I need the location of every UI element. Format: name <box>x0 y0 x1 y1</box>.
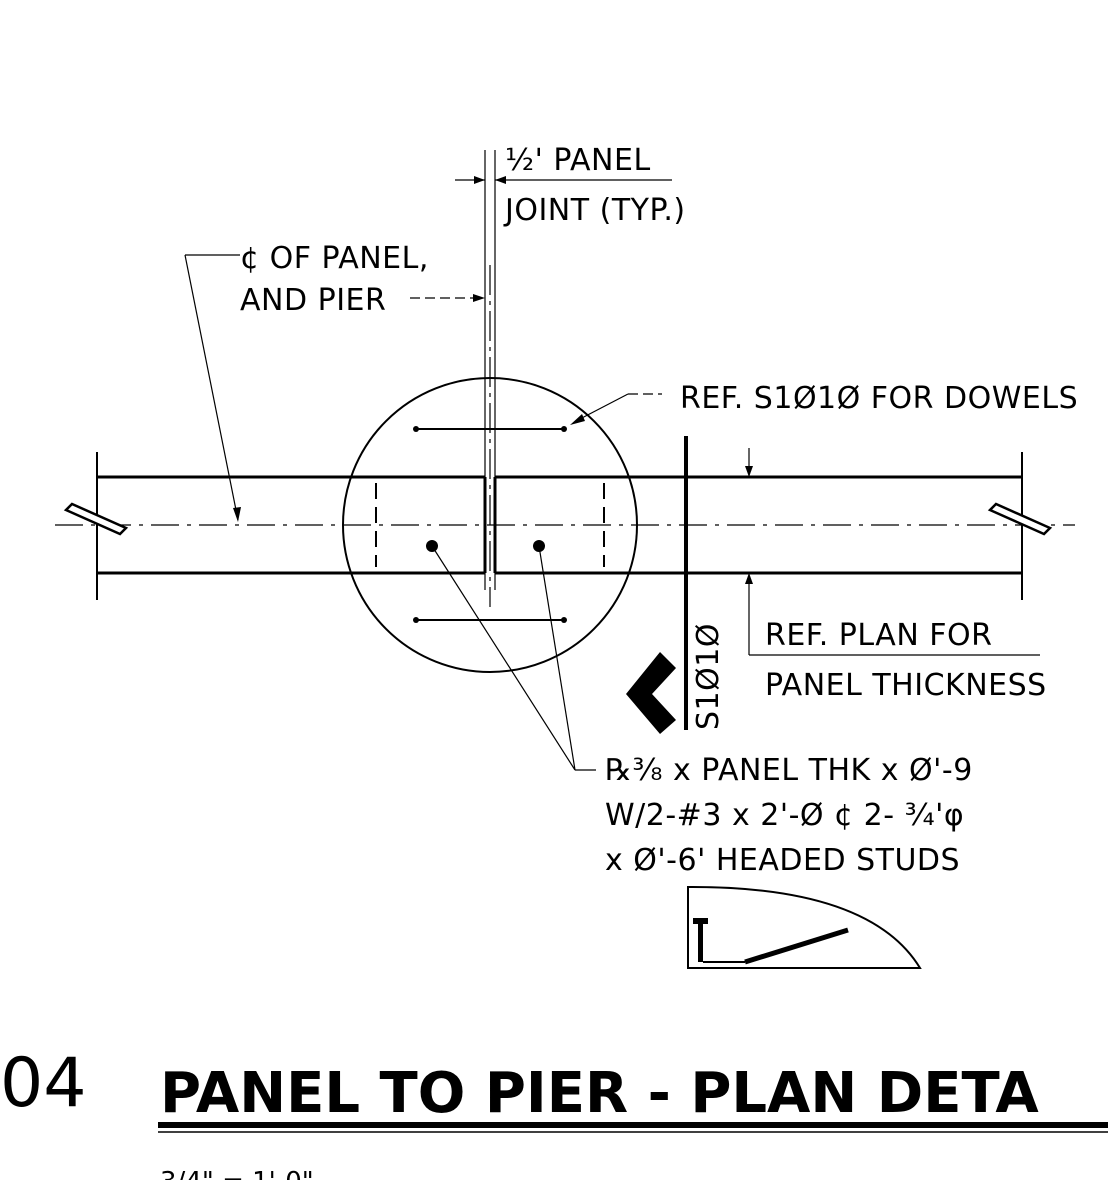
break-symbol-left <box>63 502 129 536</box>
scale-label: 3/4" = 1'-0" <box>160 1167 314 1180</box>
leaders <box>184 254 662 771</box>
dowels-label: REF. S1Ø1Ø FOR DOWELS <box>680 381 1078 416</box>
joint-label-line1: ½' PANEL <box>505 143 651 178</box>
stud-sketch <box>687 885 922 969</box>
dowel-bars <box>413 426 567 623</box>
centerline-label-line1: ¢ OF PANEL, <box>240 241 429 276</box>
break-symbol-right <box>987 502 1053 536</box>
thickness-dimension <box>745 448 1040 656</box>
title-underline <box>158 1122 1108 1128</box>
embed-plates <box>375 483 605 567</box>
thickness-label-line1: REF. PLAN FOR <box>765 618 993 653</box>
detail-title: PANEL TO PIER - PLAN DETA <box>160 1061 1039 1126</box>
detail-number: 04 <box>0 1044 87 1123</box>
plate-label-line2: W/2-#3 x 2'-Ø ¢ 2- ³⁄₄'φ <box>605 798 964 833</box>
joint-label-line2: JOINT (TYP.) <box>503 193 686 228</box>
joint-dimension <box>455 176 672 184</box>
section-mark-label: S1Ø1Ø <box>691 623 726 730</box>
centerline-label-line2: AND PIER <box>240 283 386 318</box>
section-arrow-icon <box>626 652 676 734</box>
plate-label-line1: ℞³⁄₈ x PANEL THK x Ø'-9 <box>605 753 973 788</box>
plate-label-line3: x Ø'-6' HEADED STUDS <box>605 843 960 878</box>
panel-joint-lines <box>484 150 496 607</box>
thickness-label-line2: PANEL THICKNESS <box>765 668 1047 703</box>
panel-wall <box>96 452 1023 600</box>
